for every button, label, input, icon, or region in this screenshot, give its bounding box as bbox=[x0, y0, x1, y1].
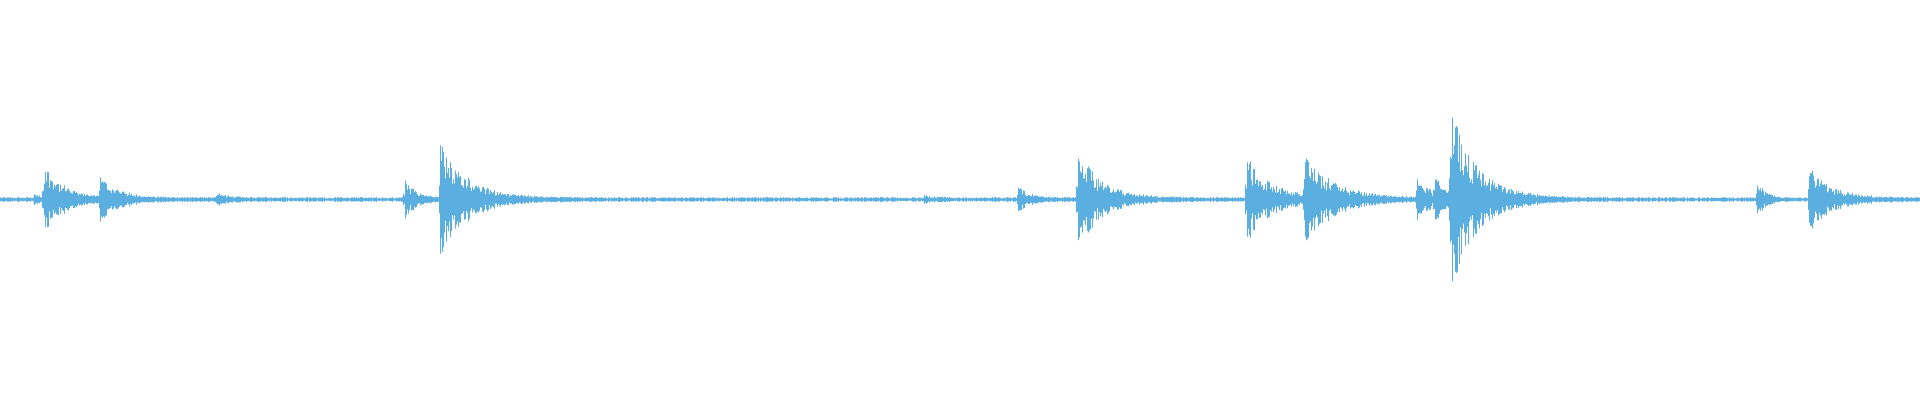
waveform-bars bbox=[0, 117, 1920, 282]
waveform-path bbox=[0, 117, 1920, 282]
